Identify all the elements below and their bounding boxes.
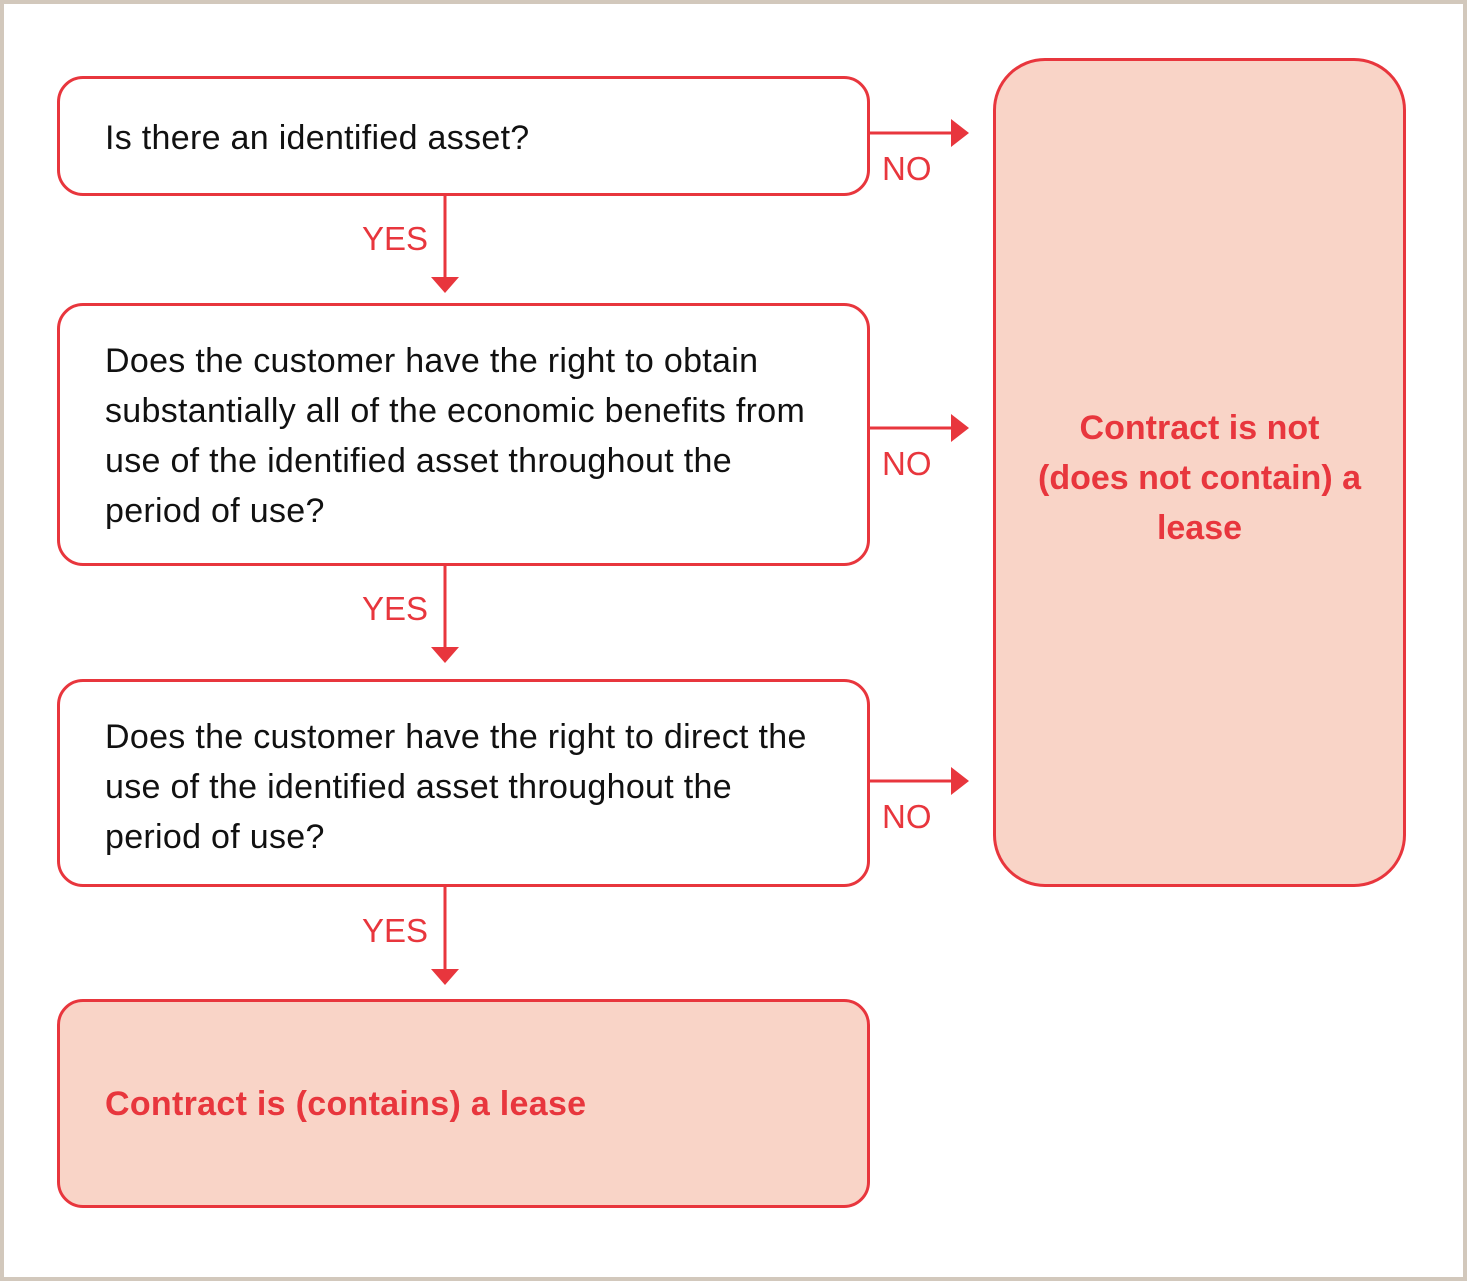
outcome-box-not-lease: Contract is not (does not contain) a lea… <box>993 58 1406 887</box>
no-label-3: NO <box>882 798 932 835</box>
no-label-2: NO <box>882 445 932 482</box>
no-arrowhead-2 <box>951 414 969 442</box>
yes-arrowhead-2 <box>431 647 459 663</box>
yes-arrowhead-3 <box>431 969 459 985</box>
no-label-1: NO <box>882 150 932 187</box>
no-arrowhead-1 <box>951 119 969 147</box>
question-text-direct-use: Does the customer have the right to dire… <box>105 718 807 856</box>
yes-arrowhead-1 <box>431 277 459 293</box>
no-arrowhead-3 <box>951 767 969 795</box>
question-box-economic-benefits: Does the customer have the right to obta… <box>57 303 870 566</box>
yes-label-2: YES <box>362 590 429 627</box>
question-text-identified-asset: Is there an identified asset? <box>105 119 530 157</box>
outcome-text-is-lease: Contract is (contains) a lease <box>105 1085 587 1123</box>
yes-label-3: YES <box>362 912 429 949</box>
question-box-identified-asset: Is there an identified asset? <box>57 76 870 196</box>
question-text-economic-benefits: Does the customer have the right to obta… <box>105 342 806 530</box>
yes-label-1: YES <box>362 220 429 257</box>
outcome-box-is-lease: Contract is (contains) a lease <box>57 999 870 1208</box>
question-box-direct-use: Does the customer have the right to dire… <box>57 679 870 887</box>
outcome-text-not-lease: Contract is not (does not contain) a lea… <box>1038 409 1361 547</box>
